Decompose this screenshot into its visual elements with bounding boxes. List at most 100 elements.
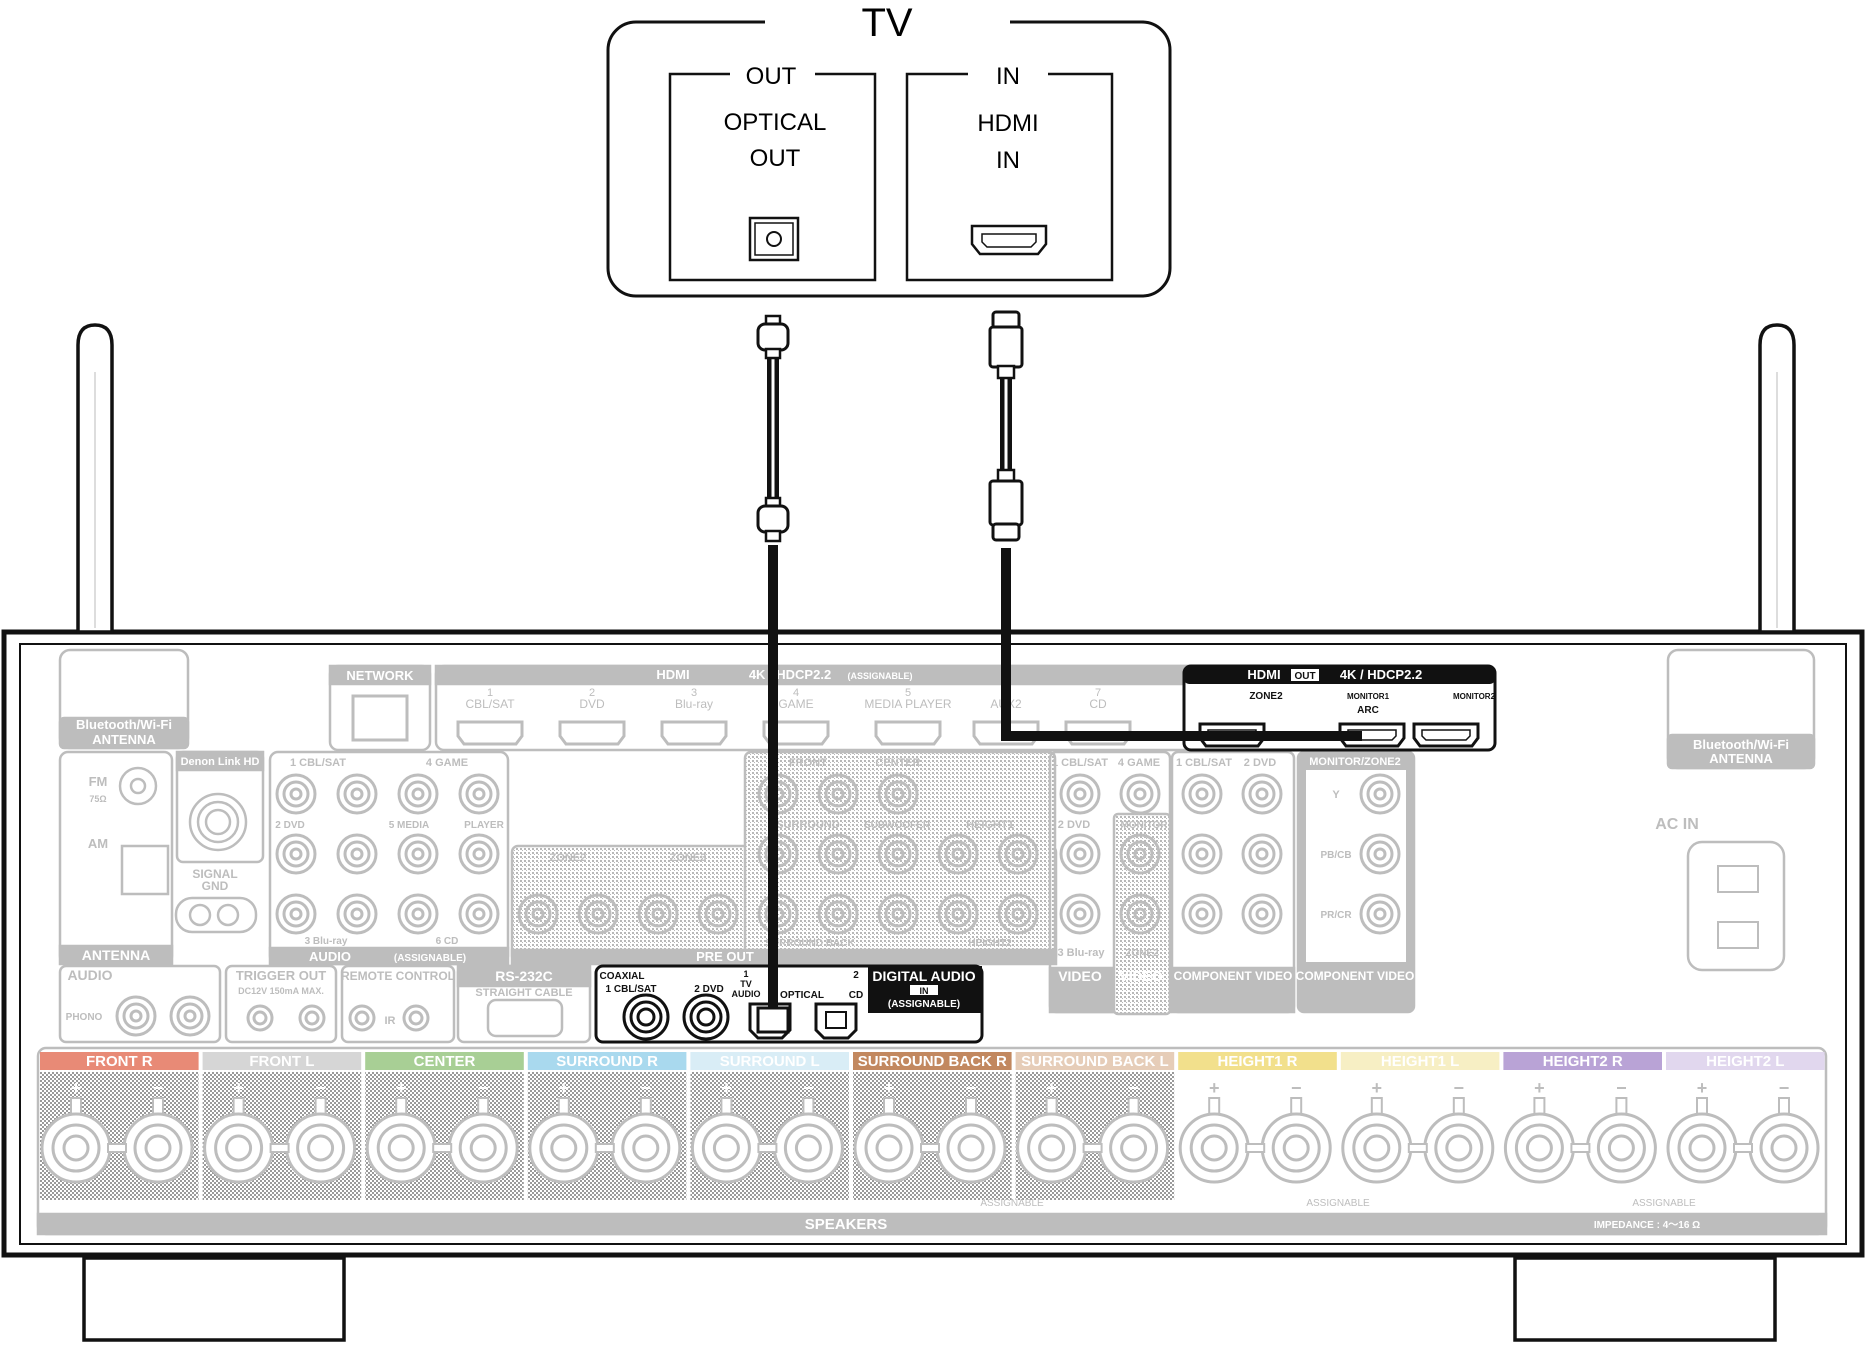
speaker-terminal-surround-r: SURROUND R+−	[527, 1052, 687, 1200]
video-jack	[1119, 833, 1161, 875]
tv-audio-tv: TV	[740, 979, 752, 989]
phono-title: AUDIO	[67, 967, 112, 983]
plus-sign: +	[1046, 1078, 1057, 1098]
speaker-group-label: HEIGHT1 R	[1217, 1053, 1297, 1070]
speakers-impedance: IMPEDANCE : 4～16 Ω	[1594, 1220, 1700, 1231]
signal-gnd-label-2: GND	[202, 879, 229, 893]
tv-out-line2: OUT	[750, 145, 801, 172]
speaker-terminal-height1-l: HEIGHT1 L+−	[1340, 1052, 1500, 1184]
pre-out-zone-jack	[697, 893, 739, 935]
component-out-header: MONITOR/ZONE2	[1309, 756, 1400, 768]
hdmi-in-port-name: CD	[1089, 697, 1107, 711]
speaker-terminal-surround-l: SURROUND L+−	[690, 1052, 849, 1200]
tv-in-line2: IN	[996, 147, 1020, 174]
minus-sign: −	[153, 1078, 164, 1098]
speaker-group-label: FRONT R	[86, 1053, 153, 1070]
audio-in-jack	[336, 833, 378, 875]
digital-audio-in: IN	[920, 986, 929, 996]
pre-out-jack	[997, 833, 1039, 875]
digital-audio-panel: DIGITAL AUDIO IN (ASSIGNABLE) COAXIAL 1 …	[594, 964, 984, 1044]
antenna-fm-ohm: 75Ω	[89, 794, 106, 804]
speaker-group-label: HEIGHT2 R	[1543, 1053, 1623, 1070]
minus-sign: −	[966, 1078, 977, 1098]
remote-ir-label: IR	[385, 1015, 396, 1027]
video-in-label-3: 2 DVD	[1058, 819, 1090, 831]
tv-in-header: IN	[996, 63, 1020, 90]
ac-in-label: AC IN	[1655, 816, 1699, 833]
video-jack	[1119, 893, 1161, 935]
plus-sign: +	[1697, 1078, 1708, 1098]
hdmi-in-port-name: MEDIA PLAYER	[864, 697, 951, 711]
audio-in-footer: AUDIO	[309, 949, 351, 964]
cd-num-label: 2	[853, 970, 859, 981]
video-in-label-4: 3 Blu-ray	[1057, 947, 1105, 959]
coaxial-jack-1	[622, 993, 670, 1041]
speaker-group-label: SURROUND BACK L	[1021, 1053, 1169, 1070]
component-in-jack	[1181, 833, 1223, 875]
video-jack	[1059, 893, 1101, 935]
audio-in-jack	[458, 893, 500, 935]
audio-in-jack	[336, 893, 378, 935]
audio-in-jack	[275, 893, 317, 935]
optical-plug-bottom-icon	[756, 496, 790, 543]
pre-out-jack	[877, 833, 919, 875]
component-out-y: Y	[1332, 789, 1340, 801]
pre-out-jack	[817, 893, 859, 935]
minus-sign: −	[803, 1078, 814, 1098]
audio-in-jack	[458, 833, 500, 875]
tv-out-header: OUT	[746, 63, 797, 90]
component-in-jack	[1241, 833, 1283, 875]
signal-gnd-label-1: SIGNAL	[192, 867, 237, 881]
audio-in-jack	[397, 893, 439, 935]
speaker-terminal-center: CENTER+−	[365, 1052, 524, 1200]
component-out-pr: PR/CR	[1320, 910, 1352, 921]
antenna-right-icon	[1758, 323, 1796, 634]
plus-sign: +	[71, 1078, 82, 1098]
plus-sign: +	[559, 1078, 570, 1098]
pre-out-center: CENTER	[875, 757, 920, 769]
cd-label: CD	[849, 990, 863, 1001]
pre-out-jack	[877, 893, 919, 935]
pre-out-jack	[817, 833, 859, 875]
coaxial-jack-2	[682, 993, 730, 1041]
hdmi-out-monitor2-label: MONITOR2	[1453, 692, 1496, 701]
hdmi-out-arc-label: ARC	[1357, 705, 1379, 716]
minus-sign: −	[1128, 1078, 1139, 1098]
hdmi-plug-bottom-icon	[988, 468, 1024, 542]
pre-out-zone-jack	[577, 893, 619, 935]
hdmi-out-spec: 4K / HDCP2.2	[1340, 667, 1422, 682]
bt-left-label-1: Bluetooth/Wi-Fi	[76, 717, 172, 732]
component-in-jack	[1241, 773, 1283, 815]
phono-jack	[169, 995, 211, 1037]
speaker-group-label: FRONT L	[249, 1053, 314, 1070]
speaker-terminals: FRONT R+−FRONT L+−CENTER+−SURROUND R+−SU…	[40, 1052, 1825, 1209]
pre-out-subwoofer: SUBWOOFER	[864, 820, 931, 831]
plus-sign: +	[884, 1078, 895, 1098]
assignable-note-3: ASSIGNABLE	[1632, 1198, 1696, 1209]
hdmi-out-panel: HDMI OUT 4K / HDCP2.2 ZONE2 MONITOR1 ARC…	[1182, 664, 1497, 752]
rs232c-title: RS-232C	[495, 968, 553, 984]
audio-in-label-3: 2 DVD	[275, 820, 304, 831]
speaker-group-label: SURROUND R	[556, 1053, 658, 1070]
tv-audio-num: 1	[743, 969, 748, 979]
hdmi-in-assignable: (ASSIGNABLE)	[848, 671, 913, 681]
tv-out-group: OUT OPTICAL OUT	[668, 60, 877, 282]
hdmi-in-port-num: 7	[1095, 687, 1101, 699]
component-out-jack	[1359, 833, 1401, 875]
optical-jack-cd	[814, 1002, 858, 1040]
speaker-group-label: HEIGHT2 L	[1706, 1053, 1784, 1070]
audio-in-jack	[275, 833, 317, 875]
audio-in-jack	[275, 773, 317, 815]
trigger-out-title: TRIGGER OUT	[236, 968, 326, 983]
tv-optical-port-icon	[748, 216, 800, 262]
assignable-note-2: ASSIGNABLE	[1306, 1198, 1370, 1209]
minijack	[348, 1004, 376, 1032]
denon-link-label: Denon Link HD	[181, 756, 260, 768]
digital-audio-assignable: (ASSIGNABLE)	[888, 999, 960, 1010]
audio-in-jack	[336, 773, 378, 815]
coaxial-label: COAXIAL	[600, 971, 645, 982]
hdmi-in-port-num: 2	[589, 687, 595, 699]
coax-port2-label: 2 DVD	[694, 984, 723, 995]
